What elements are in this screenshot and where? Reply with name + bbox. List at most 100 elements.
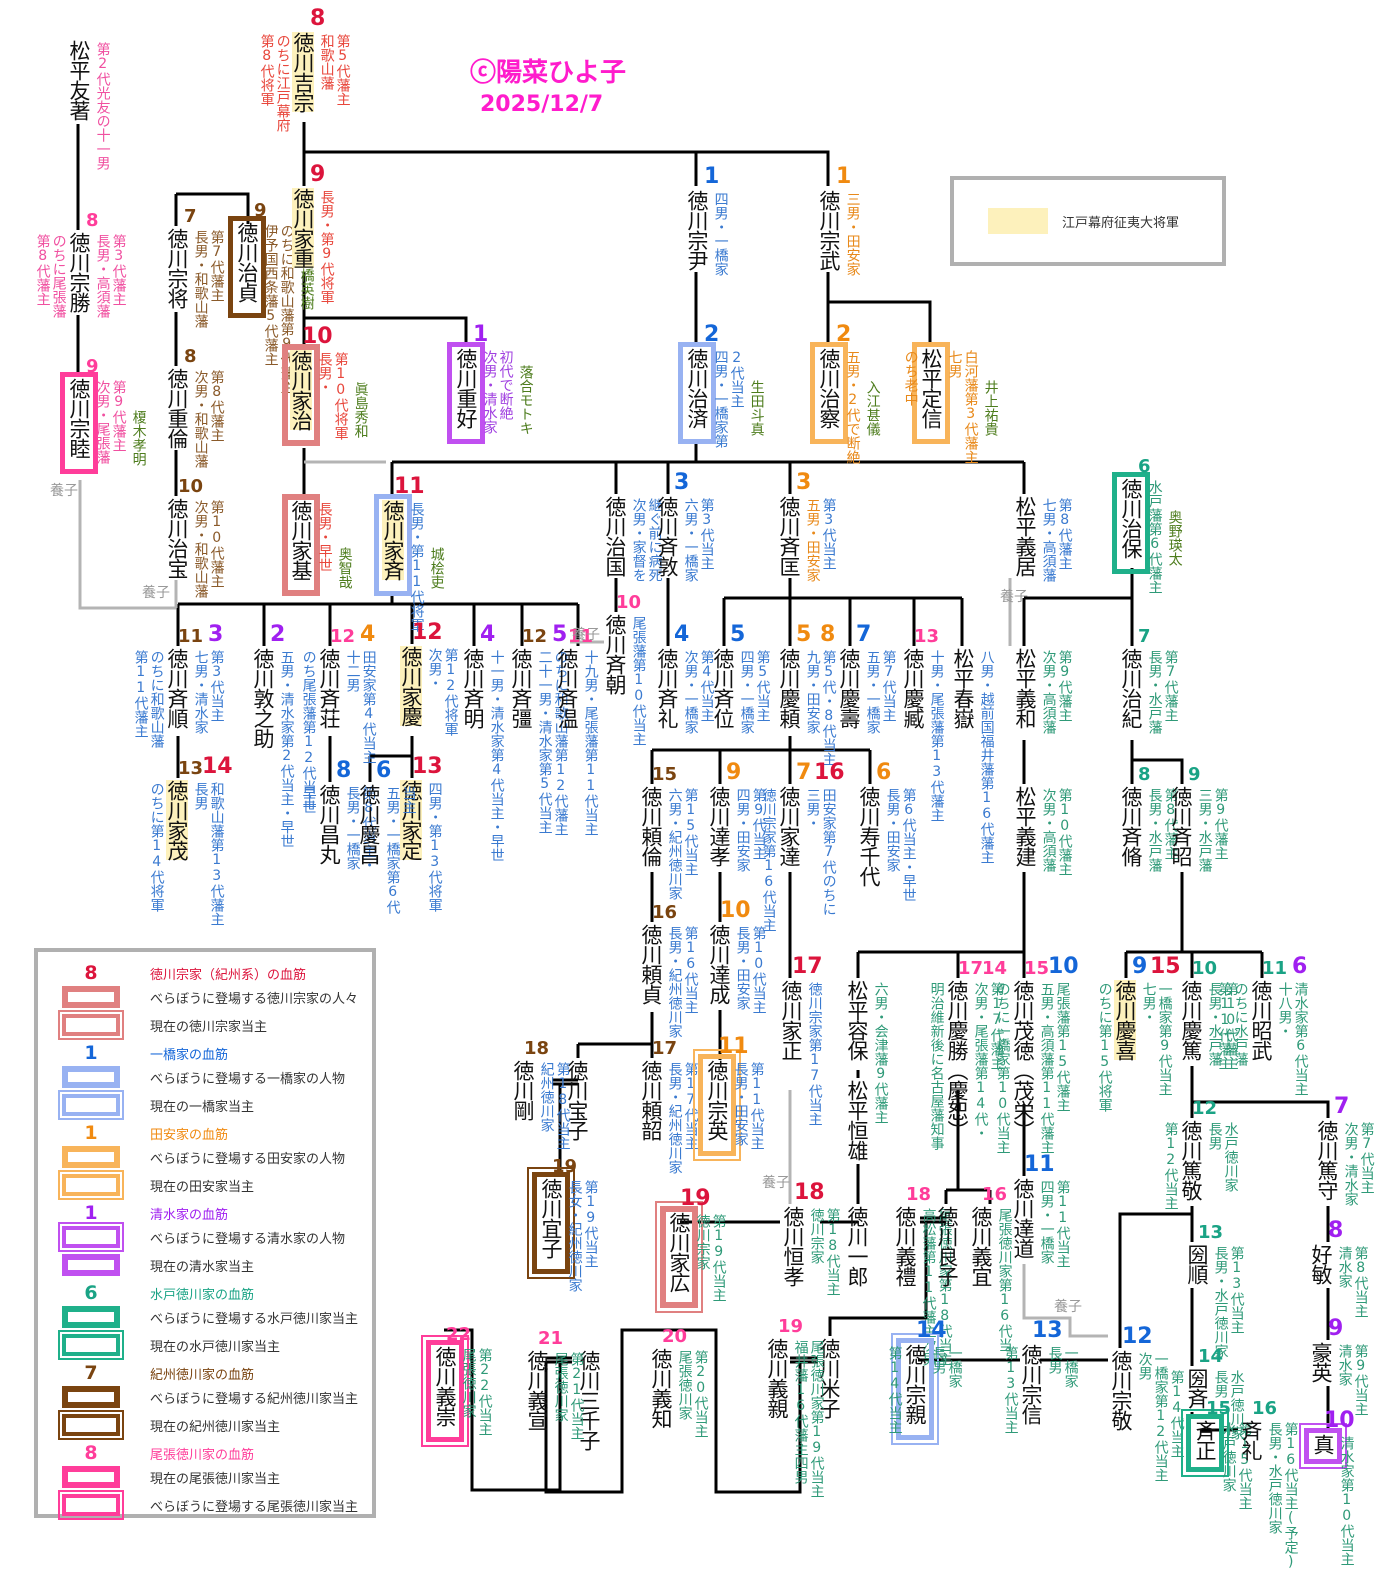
person-name[interactable]: 徳川斉順 — [165, 648, 190, 728]
person-name[interactable]: 徳川治貞 — [235, 222, 260, 302]
person-name[interactable]: 徳川頼貞 — [639, 924, 664, 1004]
person-name[interactable]: 徳川家斉 — [381, 500, 406, 580]
person-name[interactable]: 徳川達成 — [707, 924, 732, 1004]
person-name[interactable]: 徳川家治 — [289, 350, 314, 430]
person-note: 四男・田安家 — [734, 788, 751, 872]
person-name[interactable]: 斉正 — [1193, 1420, 1218, 1460]
person-name[interactable]: 徳川斉彊 — [509, 648, 534, 728]
person-name[interactable]: 徳川宝子 — [565, 1060, 590, 1140]
person-name[interactable]: 徳川斉明 — [461, 648, 486, 728]
person-name[interactable]: 徳川慶喜 — [1113, 980, 1138, 1060]
person-name[interactable]: 徳川慶壽 — [837, 648, 862, 728]
person-name[interactable]: 徳川治紀 — [1119, 648, 1144, 728]
person-name[interactable]: 圀斉 — [1185, 1368, 1210, 1408]
person-name[interactable]: 徳川達孝 — [707, 786, 732, 866]
generation-number: 13 — [412, 754, 443, 779]
person-name[interactable]: 徳川宗英 — [705, 1060, 730, 1140]
person-name[interactable]: 松平義居 — [1013, 496, 1038, 576]
person-name[interactable]: 徳川義崇 — [433, 1346, 458, 1426]
person-name[interactable]: 徳川宗勝 — [67, 232, 92, 312]
person-name[interactable]: 松平容保 — [845, 980, 870, 1060]
person-name[interactable]: 徳川頼韶 — [639, 1060, 664, 1140]
person-name[interactable]: 徳川昭武 — [1249, 980, 1274, 1060]
person-name[interactable]: 徳川義禮 — [893, 1206, 918, 1286]
generation-number: 6 — [376, 758, 392, 783]
person-name[interactable]: 徳川家茂 — [165, 780, 190, 860]
person-name[interactable]: 徳川斉礼 — [655, 648, 680, 728]
person-name[interactable]: 徳川寿千代 — [857, 786, 882, 886]
person-name[interactable]: 徳川斉敦 — [655, 496, 680, 576]
person-name[interactable]: 徳川家達 — [777, 786, 802, 866]
person-name[interactable]: 徳川治保 — [1119, 478, 1144, 558]
person-note: 五男・田安家 — [804, 498, 821, 582]
person-name[interactable]: 豪英 — [1309, 1342, 1334, 1382]
person-name[interactable]: 徳川慶昌 — [357, 784, 382, 864]
person-note: 第18代当主 — [554, 1062, 571, 1150]
person-name[interactable]: 徳川一郎 — [845, 1206, 870, 1286]
person-name[interactable]: 徳川重好 — [454, 348, 479, 428]
person-name[interactable]: 徳川宗武 — [817, 190, 842, 270]
person-name[interactable]: 徳川家定 — [399, 780, 424, 860]
person-name[interactable]: 松平友著 — [67, 40, 92, 120]
person-name[interactable]: 徳川慶頼 — [777, 648, 802, 728]
person-name[interactable]: 徳川義親 — [765, 1338, 790, 1418]
person-name[interactable]: 徳川昌丸 — [317, 784, 342, 864]
person-name[interactable]: 徳川宗親 — [903, 1344, 928, 1424]
person-name[interactable]: 徳川斉匡 — [777, 496, 802, 576]
person-name[interactable]: 徳川宗将 — [165, 228, 190, 308]
person-name[interactable]: 徳川篤守 — [1315, 1120, 1340, 1200]
person-name[interactable]: 徳川宗信 — [1019, 1344, 1044, 1424]
person-name[interactable]: 徳川慶勝（慶恕） — [945, 980, 970, 1140]
person-name[interactable]: 徳川慶篤 — [1179, 980, 1204, 1060]
person-name[interactable]: 徳川斉温 — [555, 648, 580, 728]
person-name[interactable]: 徳川家重 — [291, 188, 316, 268]
person-name[interactable]: 徳川義宜 — [969, 1206, 994, 1286]
generation-number: 12 — [522, 626, 548, 647]
person-name[interactable]: 徳川治察 — [817, 348, 842, 428]
person-name[interactable]: 徳川恒孝 — [781, 1206, 806, 1286]
person-name[interactable]: 徳川達道 — [1011, 1178, 1036, 1258]
person-name[interactable]: 徳川斉朝 — [603, 614, 628, 694]
person-name[interactable]: 松平義建 — [1013, 786, 1038, 866]
person-name[interactable]: 松平定信 — [919, 348, 944, 428]
person-note: 第5代・8代当主 — [820, 650, 837, 766]
legend-item: 現在の徳川宗家当主 — [38, 1010, 368, 1040]
person-name[interactable]: 徳川茂徳（茂栄） — [1011, 980, 1036, 1140]
person-name[interactable]: 徳川家慶 — [399, 646, 424, 726]
person-name[interactable]: 徳川宗敬 — [1109, 1350, 1134, 1430]
person-name[interactable]: 徳川三千子 — [577, 1350, 602, 1450]
person-name[interactable]: 徳川治宝 — [165, 498, 190, 578]
person-name[interactable]: 徳川斉昭 — [1169, 786, 1194, 866]
person-name[interactable]: 徳川宗尹 — [685, 190, 710, 270]
person-name[interactable]: 徳川慶臧 — [901, 648, 926, 728]
person-name[interactable]: 徳川義知 — [649, 1348, 674, 1428]
person-name[interactable]: 真 — [1311, 1434, 1336, 1454]
person-name[interactable]: 徳川吉宗 — [291, 32, 316, 112]
person-name[interactable]: 徳川義宣 — [525, 1350, 550, 1430]
person-name[interactable]: 斉礼 — [1239, 1420, 1264, 1460]
person-name[interactable]: 徳川重倫 — [165, 368, 190, 448]
person-name[interactable]: 松平春嶽 — [951, 648, 976, 728]
person-name[interactable]: 徳川斉荘 — [317, 648, 342, 728]
person-name[interactable]: 徳川斉位 — [711, 648, 736, 728]
person-name[interactable]: 徳川篤敬 — [1179, 1120, 1204, 1200]
person-name[interactable]: 徳川良子 — [935, 1206, 960, 1286]
person-name[interactable]: 徳川治国 — [603, 496, 628, 576]
person-name[interactable]: 徳川敦之助 — [251, 648, 276, 748]
person-name[interactable]: 徳川米子 — [817, 1338, 842, 1418]
person-name[interactable]: 徳川斉脩 — [1119, 786, 1144, 866]
person-name[interactable]: 徳川治済 — [685, 348, 710, 428]
lineage-line — [828, 300, 932, 344]
person-name[interactable]: 徳川剛 — [511, 1060, 536, 1120]
person-name[interactable]: 圀順 — [1185, 1244, 1210, 1284]
person-name[interactable]: 徳川宗睦 — [67, 378, 92, 458]
person-name[interactable]: 松平恒雄 — [845, 1080, 870, 1160]
person-name[interactable]: 徳川家広 — [667, 1212, 692, 1292]
person-name[interactable]: 好敏 — [1309, 1244, 1334, 1284]
person-name[interactable]: 徳川宜子 — [539, 1178, 564, 1258]
person-name[interactable]: 徳川頼倫 — [639, 786, 664, 866]
legend-text: 現在の田安家当主 — [150, 1180, 255, 1195]
person-name[interactable]: 松平義和 — [1013, 648, 1038, 728]
person-name[interactable]: 徳川家基 — [289, 500, 314, 580]
person-name[interactable]: 徳川家正 — [779, 980, 804, 1060]
